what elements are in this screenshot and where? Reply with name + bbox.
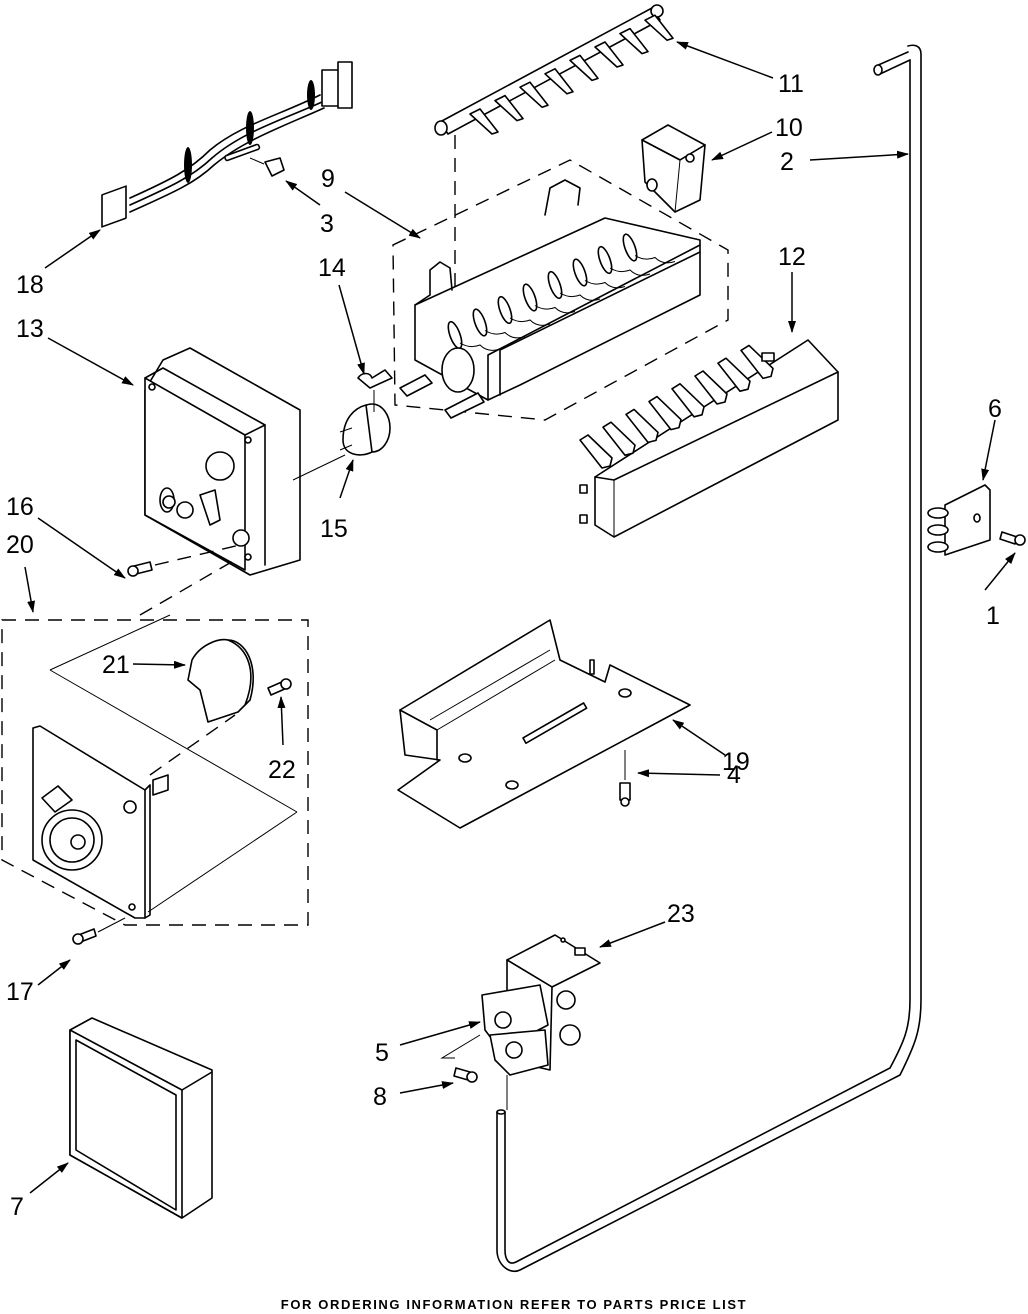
clip-icon — [250, 158, 284, 176]
thermostat-icon — [340, 390, 390, 455]
module-housing-icon — [145, 348, 345, 575]
stripper-finger — [718, 358, 750, 391]
callout-19: 19 — [722, 748, 750, 776]
callout-20: 20 — [6, 531, 34, 559]
callout-14: 14 — [318, 254, 346, 282]
callout-10: 10 — [775, 114, 803, 142]
callout-17: 17 — [6, 978, 34, 1006]
screw-icon — [73, 918, 125, 944]
water-valve-icon — [442, 985, 580, 1110]
fill-tube-icon — [497, 45, 921, 1271]
ordering-info-footer: FOR ORDERING INFORMATION REFER TO PARTS … — [0, 1297, 1028, 1312]
stripper-finger — [580, 435, 612, 468]
callout-16: 16 — [6, 493, 34, 521]
callout-5: 5 — [375, 1039, 389, 1067]
callout-6: 6 — [988, 395, 1002, 423]
screw-icon — [620, 783, 630, 806]
stripper-finger — [695, 371, 727, 404]
control-module-icon — [2, 615, 308, 925]
callout-2: 2 — [780, 148, 794, 176]
callout-15: 15 — [320, 515, 348, 543]
screw-icon — [268, 679, 291, 695]
stripper-finger — [603, 422, 635, 455]
cover-icon — [70, 1018, 212, 1218]
callout-22: 22 — [268, 756, 296, 784]
wire-harness-icon — [102, 62, 352, 227]
tube-clamp-icon — [928, 485, 990, 555]
callout-11: 11 — [778, 70, 804, 98]
mounting-bracket-icon — [398, 620, 690, 828]
callout-8: 8 — [373, 1083, 387, 1111]
callout-18: 18 — [16, 271, 44, 299]
stripper-finger — [649, 397, 681, 430]
stripper-icon — [580, 340, 838, 537]
callout-3: 3 — [320, 210, 334, 238]
motor-icon — [188, 640, 253, 722]
stripper-finger — [672, 384, 704, 417]
callout-7: 7 — [10, 1193, 24, 1221]
callout-12: 12 — [778, 243, 806, 271]
screw-icon — [1000, 532, 1025, 545]
callout-23: 23 — [667, 900, 695, 928]
screw-icon — [454, 1068, 477, 1082]
stripper-finger — [626, 409, 658, 442]
callout-9: 9 — [321, 165, 335, 193]
fill-cup-icon — [642, 125, 705, 212]
callout-1: 1 — [986, 602, 1000, 630]
callout-21: 21 — [102, 651, 130, 679]
callout-13: 13 — [16, 315, 44, 343]
